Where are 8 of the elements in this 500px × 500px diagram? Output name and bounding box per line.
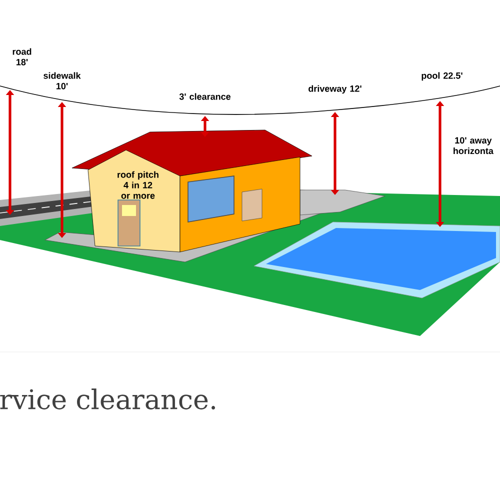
dimension-label: driveway 12' <box>308 85 362 94</box>
dimension-label: pool 22.5' <box>422 72 462 81</box>
dimension-label: sidewalk 10' <box>44 72 81 90</box>
dimension-label: 3' clearance <box>179 93 231 100</box>
dimension-label: road 18' <box>12 48 32 66</box>
dimension-label: roof pitch 4 in 12 or more <box>118 171 158 199</box>
dimension-label: 10' away horizonta <box>454 137 494 154</box>
caption: rvice clearance. <box>0 388 216 410</box>
